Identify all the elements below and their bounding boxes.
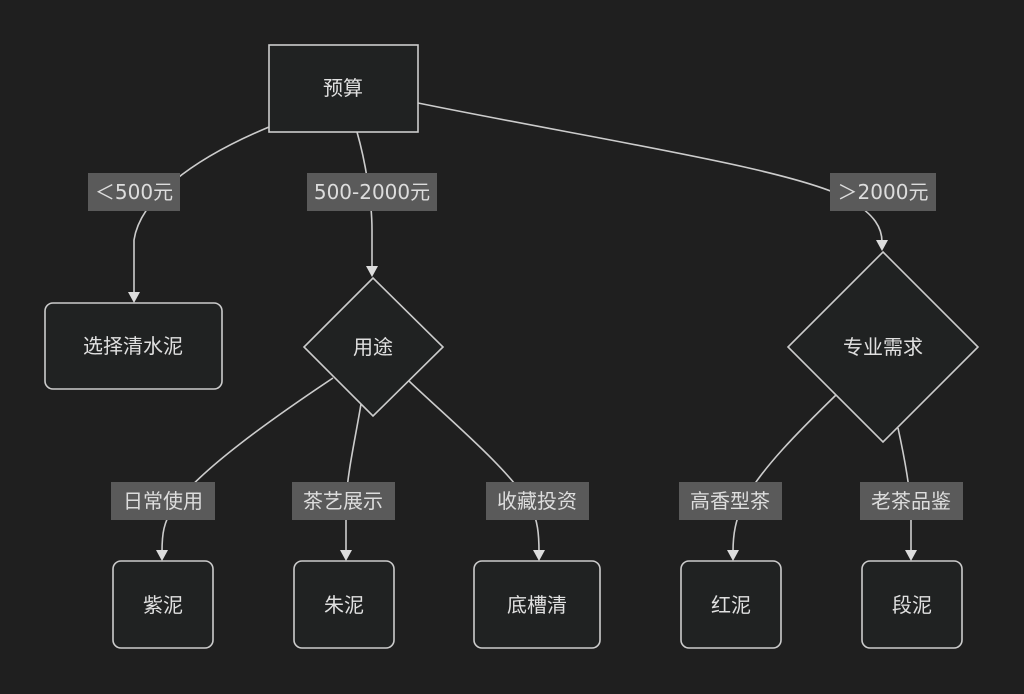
node-shape-rounded-rect: [861, 560, 963, 649]
node-shape-rounded-rect: [473, 560, 601, 649]
node-label: 专业需求: [843, 335, 923, 359]
node-shape-rounded-rect: [680, 560, 782, 649]
node-shape-diamond: [786, 250, 980, 444]
edge-label-text: 老茶品鉴: [871, 489, 951, 513]
edge-label-aged: 老茶品鉴: [860, 482, 963, 520]
edge-label-bg: [88, 173, 180, 211]
edge-label-display: 茶艺展示: [292, 482, 395, 520]
node-label: 朱泥: [324, 593, 364, 617]
edge-label-low: ＜500元: [88, 173, 180, 211]
arrowhead-icon: [128, 292, 140, 303]
edge-label-bg: [486, 482, 589, 520]
arrowhead-icon: [727, 550, 739, 561]
edge-label-high: ＞2000元: [830, 173, 936, 211]
node-shape-diamond: [302, 276, 445, 418]
node-duanni[interactable]: 段泥: [861, 560, 963, 649]
edge-label-bg: [679, 482, 782, 520]
node-shape-rounded-rect: [293, 560, 395, 649]
node-zhuni[interactable]: 朱泥: [293, 560, 395, 649]
arrowhead-icon: [533, 550, 545, 561]
edge-label-text: 茶艺展示: [303, 489, 383, 513]
node-label: 段泥: [892, 593, 932, 617]
arrowhead-icon: [156, 550, 168, 561]
node-label: 选择清水泥: [83, 334, 183, 358]
edge-label-bg: [860, 482, 963, 520]
arrowheads: [128, 240, 917, 561]
node-clear-clay[interactable]: 选择清水泥: [44, 302, 223, 390]
edge-label-bg: [111, 482, 215, 520]
edge-label-bg: [292, 482, 395, 520]
node-label: 预算: [323, 76, 363, 100]
arrowhead-icon: [340, 550, 352, 561]
edge-label-collect: 收藏投资: [486, 482, 589, 520]
edge-label-text: ＞2000元: [838, 180, 929, 204]
edge-label-fragrant: 高香型茶: [679, 482, 782, 520]
node-hongni[interactable]: 红泥: [680, 560, 782, 649]
node-label: 红泥: [711, 593, 751, 617]
node-shape-rect: [268, 44, 419, 133]
edge-label-text: 收藏投资: [497, 489, 577, 513]
edge-label-mid: 500-2000元: [307, 173, 437, 211]
arrowhead-icon: [876, 240, 888, 251]
node-pro-needs[interactable]: 专业需求: [786, 250, 980, 444]
edge-label-text: 高香型茶: [690, 489, 770, 513]
node-shape-rounded-rect: [44, 302, 223, 390]
node-label: 底槽清: [507, 593, 567, 617]
edge-label-daily: 日常使用: [111, 482, 215, 520]
arrowhead-icon: [905, 550, 917, 561]
edge-label-text: 500-2000元: [314, 180, 430, 204]
node-zini[interactable]: 紫泥: [112, 560, 214, 649]
edge-label-text: ＜500元: [95, 180, 173, 204]
node-dicaoqing[interactable]: 底槽清: [473, 560, 601, 649]
arrowhead-icon: [366, 266, 378, 277]
node-shape-rounded-rect: [112, 560, 214, 649]
node-label: 用途: [353, 335, 393, 359]
edge-budget-high: [417, 102, 883, 243]
edge-label-bg: [307, 173, 437, 211]
node-usage[interactable]: 用途: [302, 276, 445, 418]
node-label: 紫泥: [143, 593, 183, 617]
edge-label-text: 日常使用: [123, 489, 203, 513]
node-budget[interactable]: 预算: [268, 44, 419, 133]
edge-label-bg: [830, 173, 936, 211]
